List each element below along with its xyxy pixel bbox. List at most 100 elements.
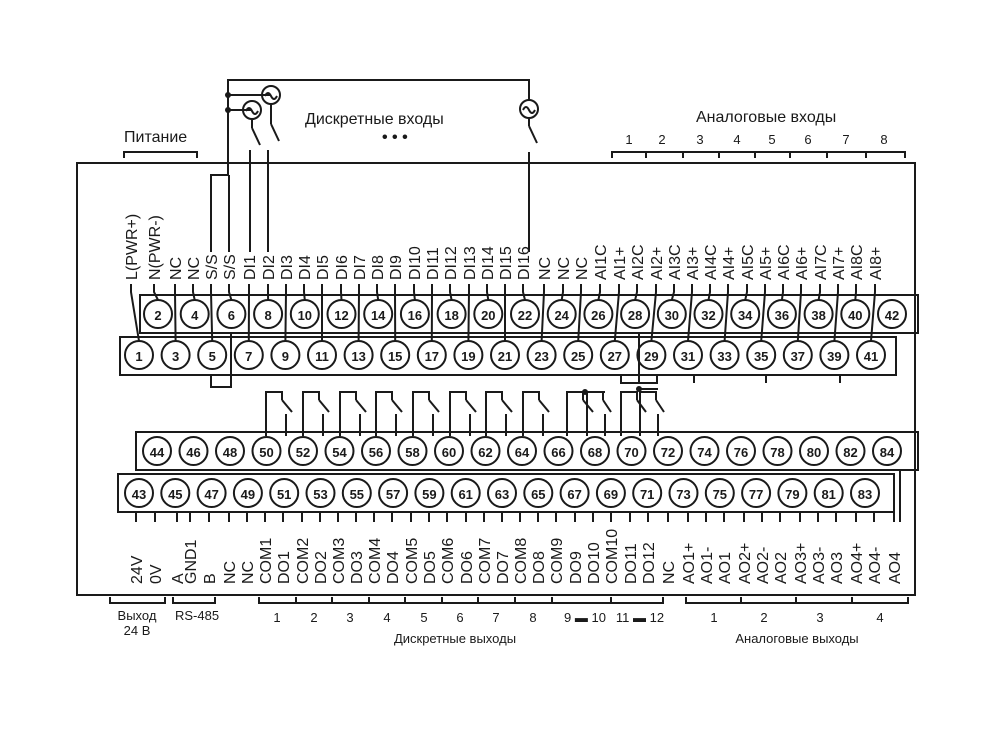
terminal-circle (693, 299, 724, 329)
terminal-circle (543, 436, 574, 466)
top-signal-label: DI3 (279, 255, 296, 280)
terminal-number: 75 (713, 487, 727, 502)
terminal-number: 7 (245, 349, 252, 364)
top-signal-label: NC (168, 257, 185, 280)
terminal-number: 31 (681, 349, 695, 364)
terminal-47: 47 (196, 478, 227, 508)
terminal-number: 70 (624, 445, 638, 460)
terminal-circle (270, 340, 301, 370)
terminal-67: 67 (559, 478, 590, 508)
terminal-84: 84 (872, 436, 902, 466)
discrete-output-number: 4 (383, 610, 390, 625)
terminal-55: 55 (341, 478, 372, 508)
top-signal-label: DI2 (261, 255, 278, 280)
terminal-number: 73 (676, 487, 690, 502)
terminal-circle (510, 299, 540, 329)
terminal-number: 10 (298, 308, 312, 323)
terminal-circle (546, 299, 577, 329)
relay-contact-icon (449, 391, 477, 436)
terminal-circle (668, 478, 699, 508)
terminal-circle (326, 299, 357, 329)
discrete-output-number: 11 ▬ 12 (616, 610, 664, 625)
bottom-signal-label: DO11 (623, 543, 640, 584)
bottom-signal-label: B (202, 573, 219, 584)
top-signal-label: DI9 (388, 255, 405, 280)
terminal-8: 8 (253, 299, 284, 329)
terminal-58: 58 (397, 436, 428, 466)
terminal-circle (124, 478, 154, 508)
terminal-27: 27 (599, 340, 630, 370)
terminal-number: 14 (371, 308, 386, 323)
terminal-number: 22 (518, 308, 532, 323)
terminal-circle (704, 478, 735, 508)
terminal-circle (363, 299, 394, 329)
terminal-number: 79 (785, 487, 799, 502)
terminal-number: 6 (228, 308, 235, 323)
top-signal-label: AI4+ (721, 247, 738, 280)
terminal-7: 7 (233, 340, 264, 370)
relay-contacts (265, 386, 665, 436)
terminal-circle (673, 340, 703, 370)
terminal-circle (343, 340, 374, 370)
terminal-number: 45 (168, 487, 182, 502)
terminal-45: 45 (160, 478, 191, 508)
top-signal-label: AI5+ (758, 247, 775, 280)
relay-contact-icon (339, 391, 367, 436)
discrete-outputs-header: Дискретные выходы (394, 631, 516, 646)
bottom-signal-label: COM8 (513, 538, 530, 584)
terminal-number: 52 (296, 445, 310, 460)
bottom-signal-label: AO4- (867, 547, 884, 584)
terminal-circle (253, 299, 284, 329)
terminal-26: 26 (583, 299, 614, 329)
terminal-37: 37 (782, 340, 813, 370)
terminal-number: 18 (444, 308, 458, 323)
terminal-circle (580, 436, 610, 466)
relay-contact-icon (620, 391, 647, 436)
bottom-signal-label: AO3 (829, 552, 846, 584)
terminal-circle (324, 436, 355, 466)
terminal-42: 42 (877, 299, 907, 329)
terminal-circle (490, 340, 520, 370)
terminal-38: 38 (803, 299, 834, 329)
terminal-53: 53 (305, 478, 336, 508)
analog-output-number: 3 (816, 610, 823, 625)
terminal-number: 30 (665, 308, 679, 323)
terminal-circle (143, 299, 173, 329)
terminal-81: 81 (813, 478, 844, 508)
terminal-28: 28 (620, 299, 651, 329)
terminal-number: 40 (848, 308, 862, 323)
terminal-circle (142, 436, 172, 466)
terminal-number: 21 (498, 349, 512, 364)
terminal-65: 65 (523, 478, 554, 508)
terminal-circle (269, 478, 300, 508)
terminal-48: 48 (215, 436, 245, 466)
terminal-33: 33 (709, 340, 740, 370)
discrete-input-wiring (210, 79, 539, 252)
discrete-output-number: 3 (346, 610, 353, 625)
terminal-number: 13 (351, 349, 365, 364)
terminal-circle (179, 299, 210, 329)
terminal-79: 79 (777, 478, 808, 508)
top-signal-label: DI6 (334, 255, 351, 280)
terminal-circle (397, 436, 428, 466)
terminal-number: 66 (551, 445, 565, 460)
terminal-number: 24 (554, 308, 569, 323)
top-jumpers (210, 333, 841, 388)
top-signal-label: DI15 (498, 246, 515, 280)
terminal-73: 73 (668, 478, 699, 508)
terminal-number: 38 (811, 308, 825, 323)
terminal-number: 77 (749, 487, 763, 502)
terminal-circle (160, 340, 191, 370)
terminal-number: 57 (386, 487, 400, 502)
top-signal-label: S/S (222, 254, 239, 280)
terminal-62: 62 (470, 436, 501, 466)
top-odd-terminal-strip (119, 336, 897, 376)
terminal-16: 16 (399, 299, 430, 329)
terminal-circle (656, 299, 687, 329)
terminal-2: 2 (143, 299, 173, 329)
top-signal-label: NC (537, 257, 554, 280)
discrete-output-number: 7 (492, 610, 499, 625)
terminal-circle (361, 436, 391, 466)
